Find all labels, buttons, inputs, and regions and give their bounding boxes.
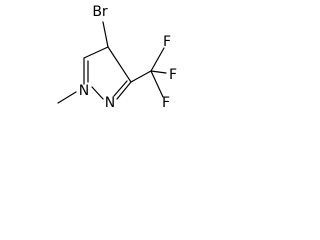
atom-nitrogen-label-1: N <box>79 83 89 99</box>
molecule-structure: Br F F F N N <box>0 0 184 126</box>
bond-cf3-f2 <box>150 70 167 74</box>
bond-c3-cf3 <box>130 70 152 83</box>
bond-cf3-f3 <box>150 70 164 98</box>
bond-n1-n2 <box>91 86 104 100</box>
bond-n2-c3 <box>116 81 132 100</box>
atom-fluorine-label-bottom: F <box>162 95 170 111</box>
molecule-svg: Br F F F N N <box>57 4 177 111</box>
bond-c4-c5 <box>83 46 109 59</box>
bond-c3-c4 <box>107 46 132 83</box>
bond-c4-br <box>102 21 109 48</box>
atom-fluorine-label-top: F <box>163 34 171 50</box>
bond-cf3-f1 <box>150 47 165 72</box>
atom-nitrogen-label-2: N <box>105 95 115 111</box>
atom-bromine-label: Br <box>92 4 108 20</box>
atom-fluorine-label-right: F <box>169 67 177 83</box>
bond-n2-c3-inner <box>113 80 128 97</box>
bond-n1-methyl <box>57 91 77 104</box>
